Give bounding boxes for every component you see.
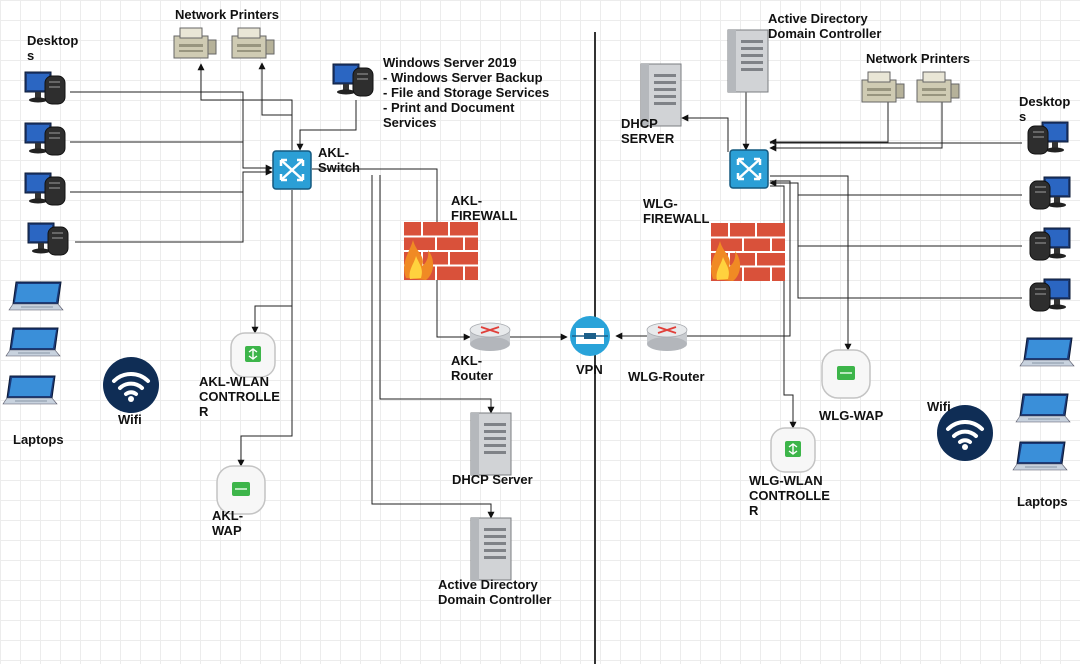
link-akl-server-switch bbox=[296, 100, 357, 151]
wlg-firewall bbox=[710, 222, 786, 282]
link-akl-firewall-router bbox=[436, 280, 471, 341]
link-akl-desktop2-switch bbox=[70, 141, 244, 168]
wlg-wlan-label: WLG-WLAN CONTROLLE R bbox=[749, 473, 830, 518]
akl-wifi-label: Wifi bbox=[118, 412, 142, 427]
link-wlg-switch-wap bbox=[770, 175, 852, 351]
akl-dhcp-server bbox=[470, 412, 512, 476]
vpn-node bbox=[569, 315, 611, 357]
akl-switch bbox=[271, 149, 313, 191]
wlg-dhcp-label: DHCP SERVER bbox=[621, 116, 675, 146]
link-wlg-switch-router-vpn bbox=[615, 180, 791, 340]
akl-laptop-3 bbox=[2, 375, 58, 405]
akl-ad-server bbox=[470, 517, 512, 581]
wlg-wifi-label: Wifi bbox=[927, 399, 951, 414]
link-wlg-printer1-switch bbox=[769, 102, 889, 146]
akl-switch-label: AKL- Switch bbox=[318, 145, 360, 175]
akl-wlan-label: AKL-WLAN CONTROLLE R bbox=[199, 374, 280, 419]
wlg-router bbox=[646, 322, 688, 352]
wlg-printers-label: Network Printers bbox=[866, 51, 971, 66]
link-akl-desktop3-switch bbox=[70, 168, 273, 193]
vpn-label: VPN bbox=[576, 362, 603, 377]
akl-printers-label: Network Printers bbox=[175, 7, 280, 22]
akl-wap bbox=[216, 465, 266, 515]
wlg-desktop-3 bbox=[1029, 227, 1071, 261]
akl-printer-2 bbox=[231, 27, 275, 59]
akl-router-label: AKL- Router bbox=[451, 353, 493, 383]
link-wlg-desktop2-switch bbox=[769, 179, 1022, 196]
wlg-laptop-1 bbox=[1019, 337, 1075, 367]
wlg-router-label: WLG-Router bbox=[628, 369, 705, 384]
wlg-laptop-2 bbox=[1015, 393, 1071, 423]
wlg-wap bbox=[821, 349, 871, 399]
link-wlg-printer2-switch bbox=[769, 102, 943, 152]
wlg-wlan-controller bbox=[770, 427, 816, 473]
link-wlg-desktop3-switch bbox=[797, 195, 1022, 247]
akl-wifi bbox=[101, 355, 161, 415]
akl-laptops-label: Laptops bbox=[13, 432, 64, 447]
akl-desktops-label: Desktop s bbox=[27, 33, 79, 63]
link-akl-switch-printer1 bbox=[197, 63, 293, 150]
akl-desktop-3 bbox=[24, 172, 66, 206]
akl-dhcp-label: DHCP Server bbox=[452, 472, 533, 487]
wlg-laptop-3 bbox=[1012, 441, 1068, 471]
akl-router bbox=[469, 322, 511, 352]
akl-windows-server bbox=[332, 63, 374, 97]
akl-firewall-label: AKL- FIREWALL bbox=[451, 193, 518, 223]
link-akl-switch-dhcp bbox=[379, 175, 495, 414]
akl-desktop-1 bbox=[24, 71, 66, 105]
akl-server-label: Windows Server 2019 - Windows Server Bac… bbox=[383, 55, 550, 130]
wlg-desktop-4 bbox=[1029, 278, 1071, 312]
link-wlg-switch-wlan bbox=[770, 185, 797, 429]
link-akl-switch-ad bbox=[371, 175, 495, 519]
wlg-ad-server bbox=[727, 29, 769, 93]
akl-laptop-1 bbox=[8, 281, 64, 311]
akl-desktop-4 bbox=[27, 222, 69, 256]
link-akl-switch-wlan bbox=[251, 190, 293, 334]
wlg-desktops-label: Desktop s bbox=[1019, 94, 1071, 124]
link-akl-switch-firewall bbox=[312, 168, 438, 225]
link-wlg-desktop4-switch bbox=[797, 246, 1022, 299]
akl-printer-1 bbox=[173, 27, 217, 59]
wlg-wap-label: WLG-WAP bbox=[819, 408, 884, 423]
wlg-laptops-label: Laptops bbox=[1017, 494, 1068, 509]
wlg-printer-1 bbox=[861, 71, 905, 103]
link-akl-desktop1-switch bbox=[70, 91, 273, 172]
wlg-switch bbox=[728, 148, 770, 190]
akl-laptop-2 bbox=[5, 327, 61, 357]
akl-desktop-2 bbox=[24, 122, 66, 156]
wlg-firewall-label: WLG- FIREWALL bbox=[643, 196, 710, 226]
link-akl-switch-printer2 bbox=[258, 62, 293, 150]
link-wlg-switch-dhcp bbox=[681, 114, 729, 152]
wlg-desktop-2 bbox=[1029, 176, 1071, 210]
wlg-ad-label: Active Directory Domain Controller bbox=[768, 11, 882, 41]
wlg-desktop-1 bbox=[1027, 121, 1069, 155]
link-akl-desktop4-switch bbox=[75, 192, 244, 243]
wlg-printer-2 bbox=[916, 71, 960, 103]
akl-wlan-controller bbox=[230, 332, 276, 378]
akl-wap-label: AKL- WAP bbox=[212, 508, 244, 538]
akl-ad-label: Active Directory Domain Controller bbox=[438, 577, 552, 607]
link-akl-switch-wap bbox=[237, 190, 293, 467]
akl-firewall bbox=[403, 221, 479, 281]
